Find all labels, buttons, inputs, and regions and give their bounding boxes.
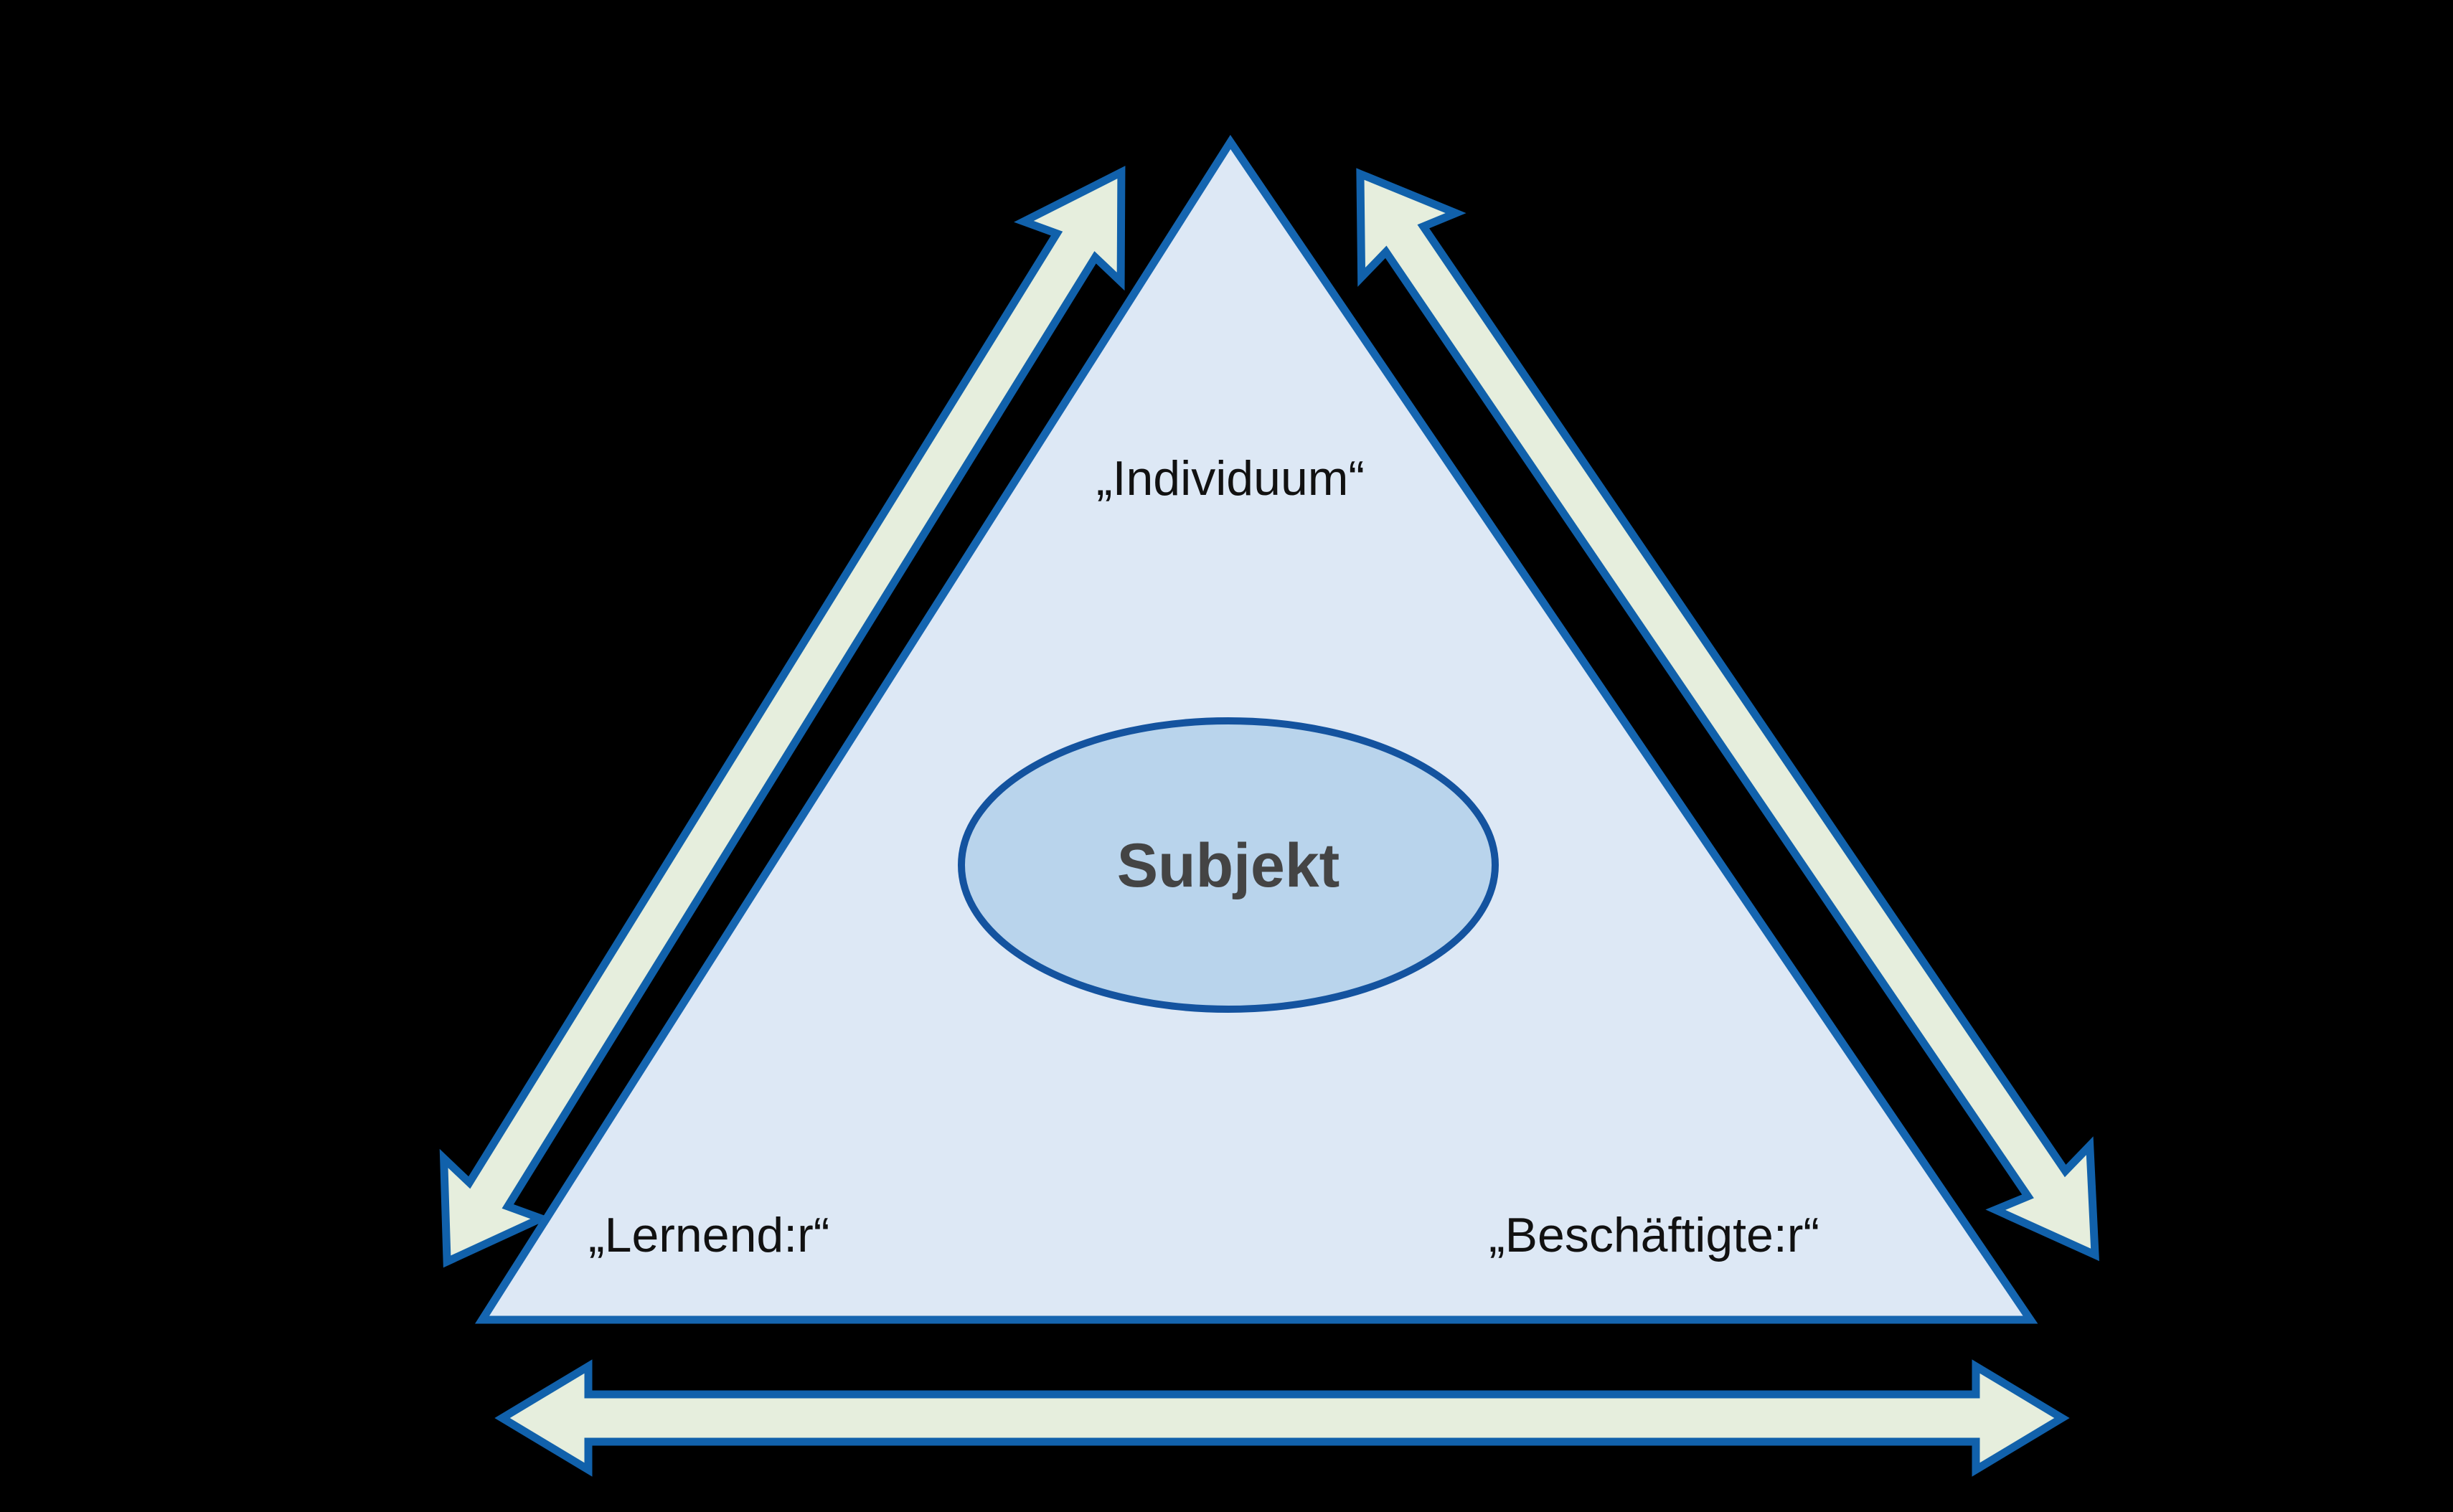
- vertex-label-beschaeftigte: „Beschäftigte:r“: [1489, 1208, 1819, 1262]
- arrow-lernend-individuum-body: [439, 166, 1126, 1268]
- arrow-lernend-beschaeftigte-body: [494, 1359, 2070, 1477]
- arrow-lernend-beschaeftigte: [494, 1359, 2070, 1477]
- center-label-subjekt: Subjekt: [1117, 831, 1340, 900]
- subjekt-ellipse: [958, 717, 1499, 1013]
- arrow-individuum-beschaeftigte-body: [1356, 168, 2099, 1262]
- arrow-lernend-individuum: [439, 166, 1126, 1268]
- arrow-individuum-beschaeftigte: [1356, 168, 2099, 1262]
- vertex-label-lernend: „Lernend:r“: [588, 1208, 829, 1262]
- vertex-label-individuum: „Individuum“: [1096, 451, 1365, 506]
